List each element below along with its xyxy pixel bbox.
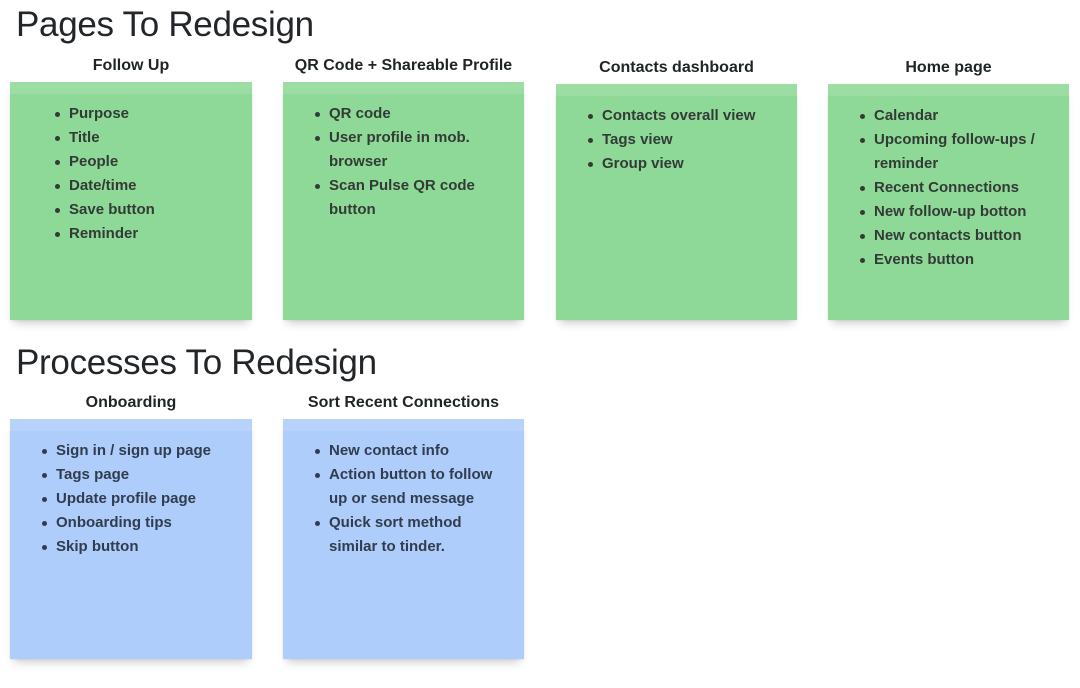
note-item: Save button [55, 198, 234, 222]
note-item: Onboarding tips [42, 511, 234, 535]
sticky-note[interactable]: QR code User profile in mob. browser Sca… [283, 82, 524, 320]
section-title-processes: Processes To Redesign [16, 343, 377, 382]
note-item: New contact info [315, 439, 506, 463]
note-item: Update profile page [42, 487, 234, 511]
note-item: Events button [860, 248, 1051, 272]
note-item: Quick sort method similar to tinder. [315, 511, 506, 559]
note-item: Contacts overall view [588, 104, 779, 128]
note-bullet-list: Calendar Upcoming follow-ups / reminder … [828, 84, 1069, 272]
note-item: Title [55, 126, 234, 150]
sticky-note[interactable]: Purpose Title People Date/time Save butt… [10, 82, 252, 320]
sticky-note[interactable]: Contacts overall view Tags view Group vi… [556, 84, 797, 320]
note-item: Action button to follow up or send messa… [315, 463, 506, 511]
sticky-note-group-contacts-dashboard: Contacts dashboard Contacts overall view… [556, 59, 797, 320]
sticky-note[interactable]: New contact info Action button to follow… [283, 419, 524, 659]
sticky-note-group-qr-code: QR Code + Shareable Profile QR code User… [283, 57, 524, 320]
note-item: New contacts button [860, 224, 1051, 248]
note-item: Purpose [55, 102, 234, 126]
sticky-note[interactable]: Sign in / sign up page Tags page Update … [10, 419, 252, 659]
sticky-note-label: Onboarding [85, 394, 177, 411]
sticky-note-group-sort-recent-connections: Sort Recent Connections New contact info… [283, 394, 524, 659]
note-item: Tags page [42, 463, 234, 487]
note-item: User profile in mob. browser [315, 126, 506, 174]
note-item: Group view [588, 152, 779, 176]
sticky-note-label: Follow Up [92, 57, 170, 74]
note-bullet-list: Contacts overall view Tags view Group vi… [556, 84, 797, 176]
note-item: Reminder [55, 222, 234, 246]
sticky-note-group-follow-up: Follow Up Purpose Title People Date/time… [10, 57, 252, 320]
note-bullet-list: Purpose Title People Date/time Save butt… [10, 82, 252, 246]
note-item: QR code [315, 102, 506, 126]
sticky-note-label: Contacts dashboard [599, 59, 754, 76]
section-title-pages: Pages To Redesign [16, 5, 314, 44]
note-bullet-list: QR code User profile in mob. browser Sca… [283, 82, 524, 222]
note-item: New follow-up botton [860, 200, 1051, 224]
sticky-note-label: Sort Recent Connections [307, 394, 500, 411]
note-item: Recent Connections [860, 176, 1051, 200]
note-item: Skip button [42, 535, 234, 559]
note-item: Tags view [588, 128, 779, 152]
note-item: Calendar [860, 104, 1051, 128]
note-bullet-list: Sign in / sign up page Tags page Update … [10, 419, 252, 559]
note-item: Upcoming follow-ups / reminder [860, 128, 1051, 176]
note-bullet-list: New contact info Action button to follow… [283, 419, 524, 559]
sticky-note-group-onboarding: Onboarding Sign in / sign up page Tags p… [10, 394, 252, 659]
sticky-note-label: Home page [905, 59, 992, 76]
note-item: Sign in / sign up page [42, 439, 234, 463]
sticky-note-group-home-page: Home page Calendar Upcoming follow-ups /… [828, 59, 1069, 320]
sticky-note[interactable]: Calendar Upcoming follow-ups / reminder … [828, 84, 1069, 320]
note-item: People [55, 150, 234, 174]
note-item: Scan Pulse QR code button [315, 174, 506, 222]
note-item: Date/time [55, 174, 234, 198]
sticky-note-label: QR Code + Shareable Profile [294, 57, 513, 74]
